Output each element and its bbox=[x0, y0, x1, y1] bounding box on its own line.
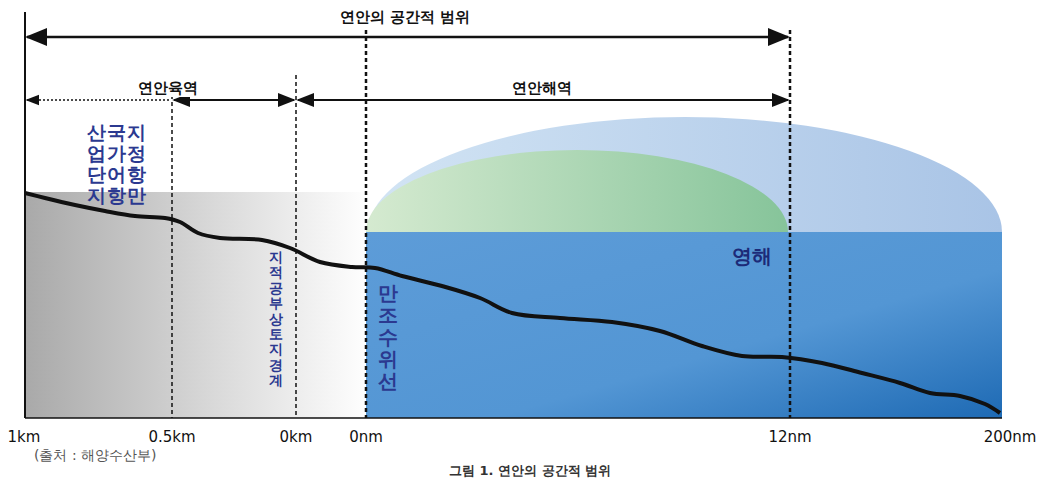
facility-label: 산업단지 bbox=[87, 122, 106, 206]
sea-band bbox=[366, 232, 1002, 418]
land-ground bbox=[25, 192, 370, 418]
range-title: 연안의 공간적 범위 bbox=[334, 8, 476, 26]
axis-tick: 1km bbox=[8, 428, 41, 446]
range-arrow bbox=[27, 36, 788, 39]
range-arrow bbox=[174, 99, 294, 101]
axis-tick: 0nm bbox=[349, 428, 383, 446]
facility-label: 국가어항 bbox=[107, 122, 126, 206]
axis-tick: 0.5km bbox=[148, 428, 195, 446]
inner-dome bbox=[366, 150, 788, 232]
left-axis bbox=[24, 12, 26, 418]
range-label: 연안육역 bbox=[132, 79, 204, 97]
facility-label: 지정항만 bbox=[127, 122, 146, 206]
boundary-line bbox=[295, 75, 297, 418]
source-note: (출처 : 해양수산부) bbox=[34, 447, 157, 464]
boundary-label: 만조수위선 bbox=[378, 282, 398, 392]
range-arrow bbox=[298, 99, 788, 101]
figure-caption: 그림 1. 연안의 공간적 범위 bbox=[449, 463, 611, 479]
axis-tick: 0km bbox=[280, 428, 313, 446]
boundary-label: 지적공부상 토지경계 bbox=[269, 250, 283, 389]
range-label: 연안해역 bbox=[506, 79, 578, 97]
zone-label: 영해 bbox=[732, 244, 772, 268]
terrain-profile bbox=[25, 193, 1000, 413]
boundary-line bbox=[171, 95, 173, 418]
axis-tick: 200nm bbox=[984, 428, 1037, 446]
boundary-line bbox=[365, 30, 368, 418]
axis-tick: 12nm bbox=[768, 428, 811, 446]
range-arrow bbox=[27, 99, 170, 101]
